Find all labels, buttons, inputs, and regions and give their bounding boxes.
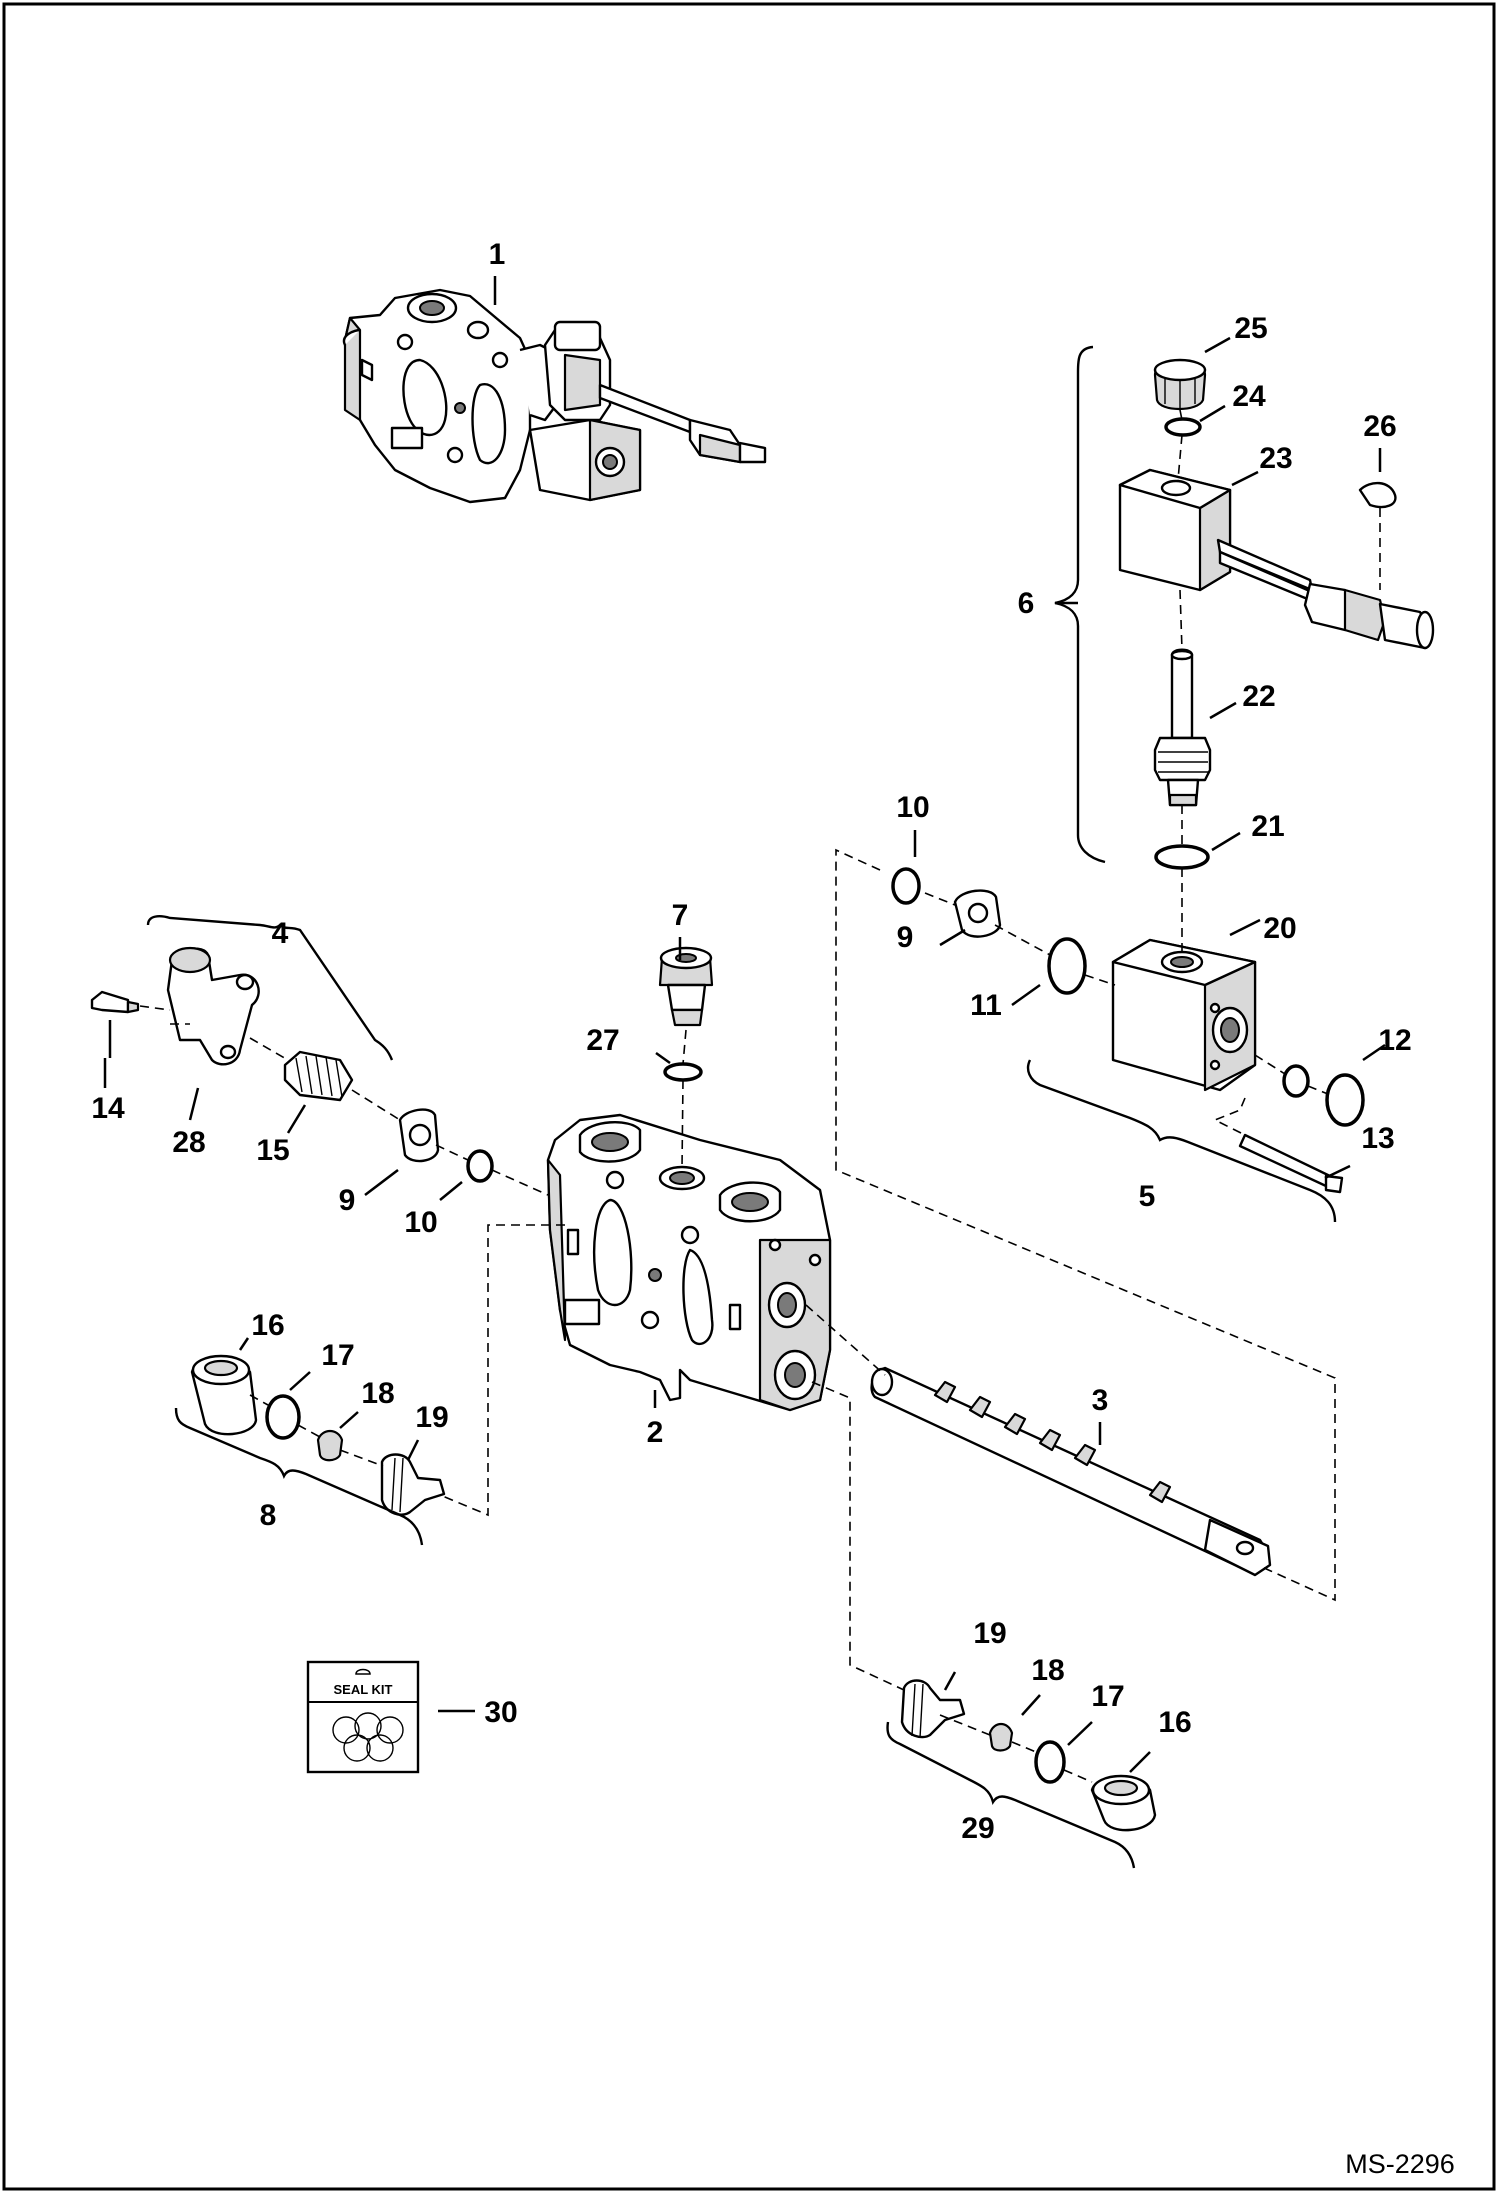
relief-cap-left: [190, 1354, 258, 1436]
seal-kit-icon: SEAL KIT: [306, 1660, 420, 1774]
callout-11: 11: [970, 989, 1002, 1022]
o-ring-10-left: [466, 1149, 494, 1183]
callout-5: 5: [1139, 1180, 1156, 1213]
spring-18-right: [988, 1722, 1014, 1752]
valve-section-assembly: [342, 288, 767, 504]
callout-18-left: 18: [361, 1377, 394, 1410]
washer-left: [398, 1108, 440, 1163]
callout-14: 14: [91, 1092, 125, 1125]
assembly-lines: [139, 409, 1381, 1783]
o-ring-27: [663, 1062, 703, 1082]
callout-18-right: 18: [1031, 1654, 1064, 1687]
callout-23: 23: [1259, 442, 1292, 475]
callout-9-right: 9: [897, 921, 914, 954]
brace-8: [174, 1407, 424, 1546]
callout-16-left: 16: [251, 1309, 284, 1342]
callout-24: 24: [1232, 380, 1266, 413]
brace-5: [1026, 1059, 1337, 1223]
brace-6: [1054, 345, 1106, 864]
brace-4: [146, 915, 394, 1061]
spring-cap-assembly: [90, 946, 260, 1066]
o-ring-17-left: [265, 1394, 301, 1440]
callout-17-left: 17: [321, 1339, 354, 1372]
callout-25: 25: [1234, 312, 1267, 345]
poppet-19-right: [900, 1679, 966, 1739]
o-ring-21: [1154, 844, 1210, 870]
callout-6: 6: [1018, 587, 1035, 620]
callout-27: 27: [586, 1024, 619, 1057]
o-ring-24: [1164, 417, 1202, 437]
callout-15: 15: [256, 1134, 289, 1167]
callout-30: 30: [484, 1696, 517, 1729]
bolt-13: [1238, 1133, 1344, 1194]
valve-body: [546, 1113, 832, 1412]
callout-20: 20: [1263, 912, 1296, 945]
solenoid-coil: [1118, 468, 1435, 650]
solenoid-manifold: [1111, 938, 1257, 1092]
callout-1: 1: [489, 238, 506, 271]
o-ring-12-small: [1282, 1064, 1310, 1098]
poppet-19-left: [380, 1453, 446, 1516]
callout-19-right: 19: [973, 1617, 1006, 1650]
relief-cap-right: [1090, 1774, 1157, 1832]
callout-13: 13: [1361, 1122, 1394, 1155]
callout-17-right: 17: [1091, 1680, 1124, 1713]
spool: [870, 1366, 1272, 1577]
spring: [283, 1050, 354, 1102]
callout-29: 29: [961, 1812, 994, 1845]
leader-lines: [103, 336, 1386, 1773]
callout-26: 26: [1363, 410, 1396, 443]
callout-2: 2: [647, 1416, 664, 1449]
o-ring-17-right: [1034, 1740, 1066, 1784]
nut-25: [1153, 358, 1207, 411]
callout-numbers: 1 2 3 4 5 6 7 8 9 9 10 10 11 12 13 14 15…: [91, 238, 1411, 1845]
drawing-code: MS-2296: [1345, 2149, 1455, 2179]
callout-21: 21: [1251, 810, 1284, 843]
o-ring-11: [1047, 937, 1087, 995]
plug: [658, 946, 714, 1027]
callout-10-left: 10: [404, 1206, 437, 1239]
callout-10-right: 10: [896, 791, 929, 824]
washer-right: [953, 889, 1002, 938]
valve-cartridge-22: [1153, 648, 1212, 807]
spring-18-left: [316, 1429, 344, 1462]
callout-9-left: 9: [339, 1184, 356, 1217]
clip-26: [1358, 481, 1397, 509]
callout-8: 8: [260, 1499, 277, 1532]
o-ring-12: [1325, 1073, 1365, 1127]
callout-4: 4: [272, 917, 289, 950]
callout-16-right: 16: [1158, 1706, 1191, 1739]
seal-kit-label: SEAL KIT: [334, 1682, 393, 1697]
callout-28: 28: [172, 1126, 205, 1159]
callout-19-left: 19: [415, 1401, 448, 1434]
o-ring-10-right: [891, 867, 921, 905]
callout-12: 12: [1378, 1024, 1411, 1057]
brace-29: [886, 1721, 1136, 1869]
callout-7: 7: [672, 899, 689, 932]
callout-22: 22: [1242, 680, 1275, 713]
callout-3: 3: [1092, 1384, 1109, 1417]
